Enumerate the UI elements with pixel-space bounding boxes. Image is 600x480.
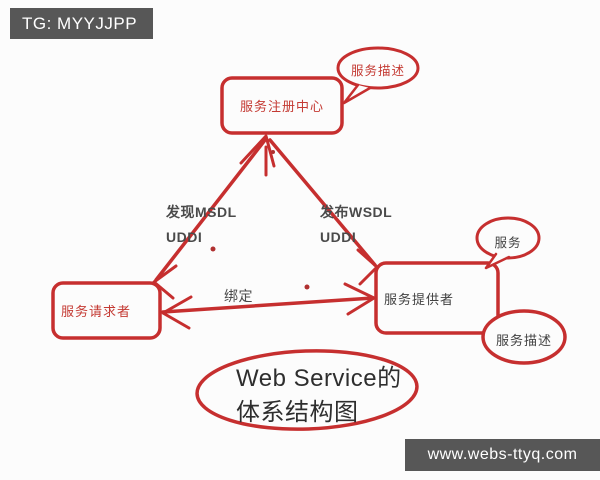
registry-desc-text: 服务描述 [350,64,405,78]
provider-node-box [374,261,500,335]
provider-node-text: 服务提供者 [384,291,455,307]
publish-edge-line [268,138,377,267]
registry-node-text: 服务注册中心 [239,99,324,114]
publish-edge-label-line2: UDDI [320,229,357,245]
bind-arrowhead-right [343,282,376,316]
registry-desc-bubble-tail [342,83,372,105]
provider-service-text: 服务 [494,236,522,250]
discover-edge-label-line2: UDDI [166,229,203,245]
provider-desc-ellipse [481,309,567,365]
ink-dot [210,246,216,252]
publish-edge-label-line1: 发布WSDL [320,204,393,220]
discover-edge-label: 发现MSDL UDDI [166,200,237,250]
registry-desc-bubble-label: 服务描述 [338,60,418,79]
bind-arrowhead-left [161,295,193,330]
ink-dot [304,284,310,290]
discover-edge-label-line1: 发现MSDL [166,204,237,220]
discover-arrowhead-up [239,134,276,168]
bottom-right-watermark-text: www.webs-ttyq.com [427,446,578,463]
registry-desc-bubble [336,46,420,90]
bind-edge-label: 绑定 [224,284,253,309]
provider-desc-text: 服务描述 [495,333,552,348]
caption-line1: Web Service的 [236,365,402,392]
provider-service-bubble-tail [484,252,511,270]
provider-desc-ellipse-label: 服务描述 [484,330,564,349]
registry-node-label: 服务注册中心 [222,78,342,133]
registry-node-box [220,76,344,135]
top-left-watermark-badge: TG: MYYJJPP [10,8,153,39]
bind-edge-label-text: 绑定 [224,288,253,304]
ink-dot [271,150,275,154]
discover-edge-line [154,138,267,282]
bind-edge-line [161,296,375,314]
requester-node-text: 服务请求者 [61,304,132,319]
bottom-right-watermark-bar: www.webs-ttyq.com [405,439,600,471]
top-left-watermark-text: TG: MYYJJPP [22,13,138,33]
caption-line2: 体系结构图 [236,399,359,426]
provider-node-label: 服务提供者 [384,263,494,333]
provider-service-bubble-label: 服务 [478,232,538,251]
requester-node-label: 服务请求者 [61,283,156,338]
requester-node-box [51,281,162,340]
caption-ellipse [195,349,419,431]
publish-edge-label: 发布WSDL UDDI [320,200,392,250]
